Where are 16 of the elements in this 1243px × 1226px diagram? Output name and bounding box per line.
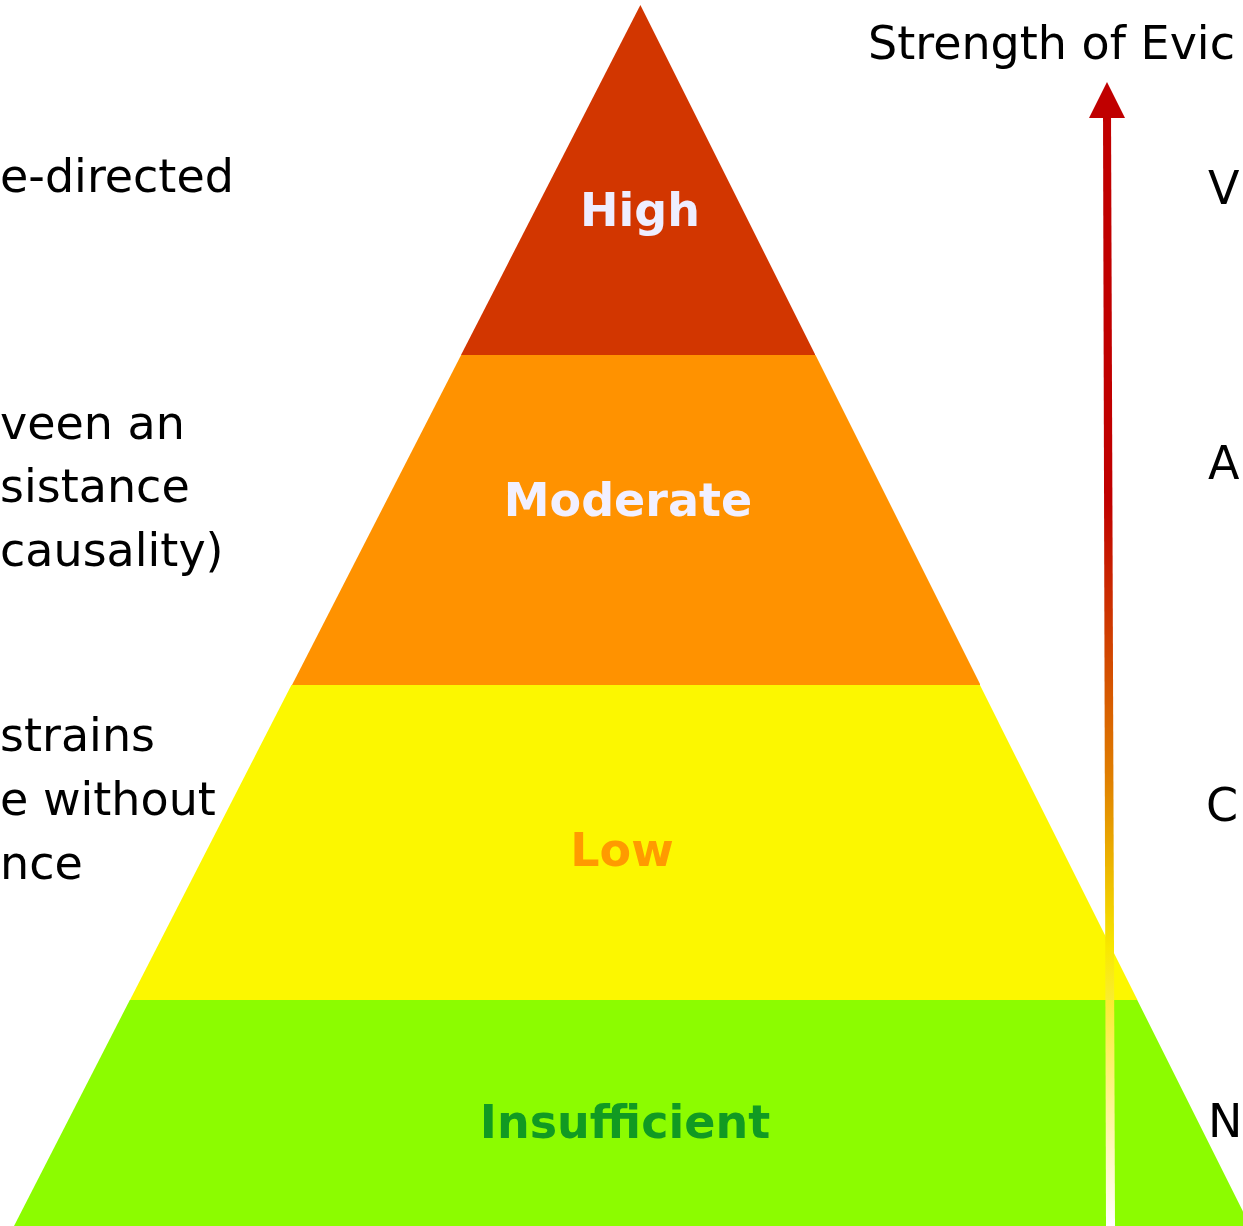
pyramid-tier	[14, 1000, 1243, 1226]
side-text: sistance	[0, 463, 190, 509]
tier-label: Moderate	[503, 477, 753, 523]
side-text: V	[1208, 165, 1240, 211]
side-text: strains	[0, 712, 155, 758]
side-text: e-directed	[0, 153, 234, 199]
side-text: A	[1208, 440, 1240, 486]
tier-label: Low	[570, 827, 674, 873]
side-text: N	[1208, 1098, 1243, 1144]
pyramid-tier	[291, 355, 980, 685]
side-text: e without	[0, 776, 216, 822]
tier-label: Insufficient	[479, 1099, 771, 1145]
side-text: C	[1206, 782, 1239, 828]
side-text: nce	[0, 840, 83, 886]
side-text: veen an	[0, 400, 185, 446]
pyramid-tier	[460, 5, 815, 355]
